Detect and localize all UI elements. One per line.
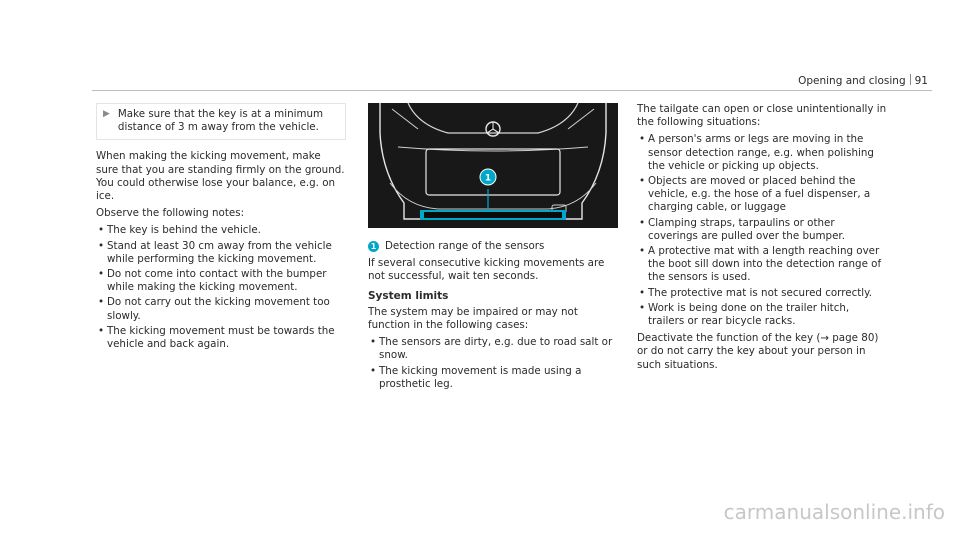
list-item: Do not come into contact with the bumper… <box>96 268 346 294</box>
note-text: Make sure that the key is at a minimum d… <box>117 108 324 134</box>
list-item: The key is behind the vehicle. <box>96 224 346 237</box>
paragraph: If several consecutive kicking movements… <box>368 257 605 283</box>
list-item: The kicking movement must be towards the… <box>96 325 346 351</box>
column-2: 1 1 Detection range of the sensors If se… <box>368 102 618 395</box>
watermark: carmanualsonline.info <box>723 500 945 524</box>
list-item: Do not carry out the kicking movement to… <box>96 296 346 322</box>
figure-marker: 1 <box>485 174 491 184</box>
car-rear-illustration: 1 <box>368 102 618 228</box>
notes-list: The key is behind the vehicle. Stand at … <box>96 224 346 351</box>
list-item: A person's arms or legs are moving in th… <box>637 133 887 173</box>
header-separator <box>909 74 911 85</box>
list-item: Clamping straps, tarpaulins or other cov… <box>637 217 887 243</box>
page-number: 91 <box>914 75 928 87</box>
list-item: Stand at least 30 cm away from the vehic… <box>96 240 346 266</box>
paragraph: The tailgate can open or close unintenti… <box>637 103 887 129</box>
triangle-right-icon: ▶ <box>103 109 110 119</box>
list-item: The protective mat is not secured correc… <box>637 287 887 300</box>
header-rule <box>92 90 932 91</box>
section-heading: System limits <box>368 289 449 302</box>
paragraph-with-link: Deactivate the function of the key (→ pa… <box>637 332 879 371</box>
situations-list: A person's arms or legs are moving in th… <box>637 133 887 328</box>
caption-badge: 1 <box>368 241 379 253</box>
figure-caption: 1 Detection range of the sensors <box>368 240 618 253</box>
paragraph: Observe the following notes: <box>96 207 245 220</box>
note-box: ▶ Make sure that the key is at a minimum… <box>96 103 346 141</box>
rear-bumper-figure: 1 <box>368 102 618 228</box>
list-item: Work is being done on the trailer hitch,… <box>637 302 887 328</box>
section-title: Opening and closing <box>798 75 906 87</box>
list-item: Objects are moved or placed behind the v… <box>637 175 887 215</box>
paragraph: The system may be impaired or may not fu… <box>368 305 578 332</box>
column-3: The tailgate can open or close unintenti… <box>637 103 887 376</box>
list-item: The kicking movement is made using a pro… <box>368 365 618 391</box>
list-item: The sensors are dirty, e.g. due to road … <box>368 336 618 362</box>
paragraph: When making the kicking movement, make s… <box>96 150 345 203</box>
limits-list: The sensors are dirty, e.g. due to road … <box>368 336 618 391</box>
column-1: ▶ Make sure that the key is at a minimum… <box>96 103 346 355</box>
list-item: A protective mat with a length reaching … <box>637 245 887 285</box>
caption-text: Detection range of the sensors <box>385 240 545 252</box>
page-header: Opening and closing 91 <box>768 74 928 88</box>
